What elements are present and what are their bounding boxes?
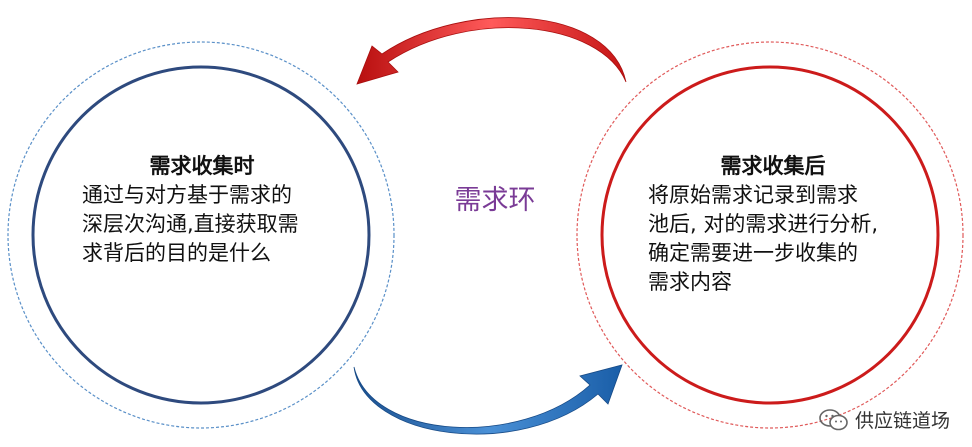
watermark-text: 供应链道场 [854,410,950,432]
right-body-line: 确定需要进一步收集的 [648,241,858,265]
right-heading: 需求收集后 [720,154,826,178]
right-body-line: 池后, 对的需求进行分析, [648,212,879,236]
right-body-line: 需求内容 [648,270,732,294]
right-inner-ring [600,65,940,405]
right-body-line: 将原始需求记录到需求 [648,183,858,207]
left-body-line: 求背后的目的是什么 [82,241,271,265]
left-heading: 需求收集时 [149,154,255,178]
left-outer-dashed-ring [7,41,395,429]
left-body-line: 深层次沟通,直接获取需 [82,212,299,236]
watermark: 供应链道场 [819,406,950,433]
right-circle-text: 需求收集后 将原始需求记录到需求 池后, 对的需求进行分析, 确定需要进一步收集… [648,152,898,297]
top-arrow [356,17,627,85]
left-circle-text: 需求收集时 通过与对方基于需求的 深层次沟通,直接获取需 求背后的目的是什么 [82,152,322,268]
wechat-icon [819,408,849,432]
bottom-arrow [353,364,623,435]
left-body-line: 通过与对方基于需求的 [82,183,292,207]
right-outer-dashed-ring [576,41,964,429]
center-label: 需求环 [454,185,536,216]
left-inner-ring [31,65,371,405]
